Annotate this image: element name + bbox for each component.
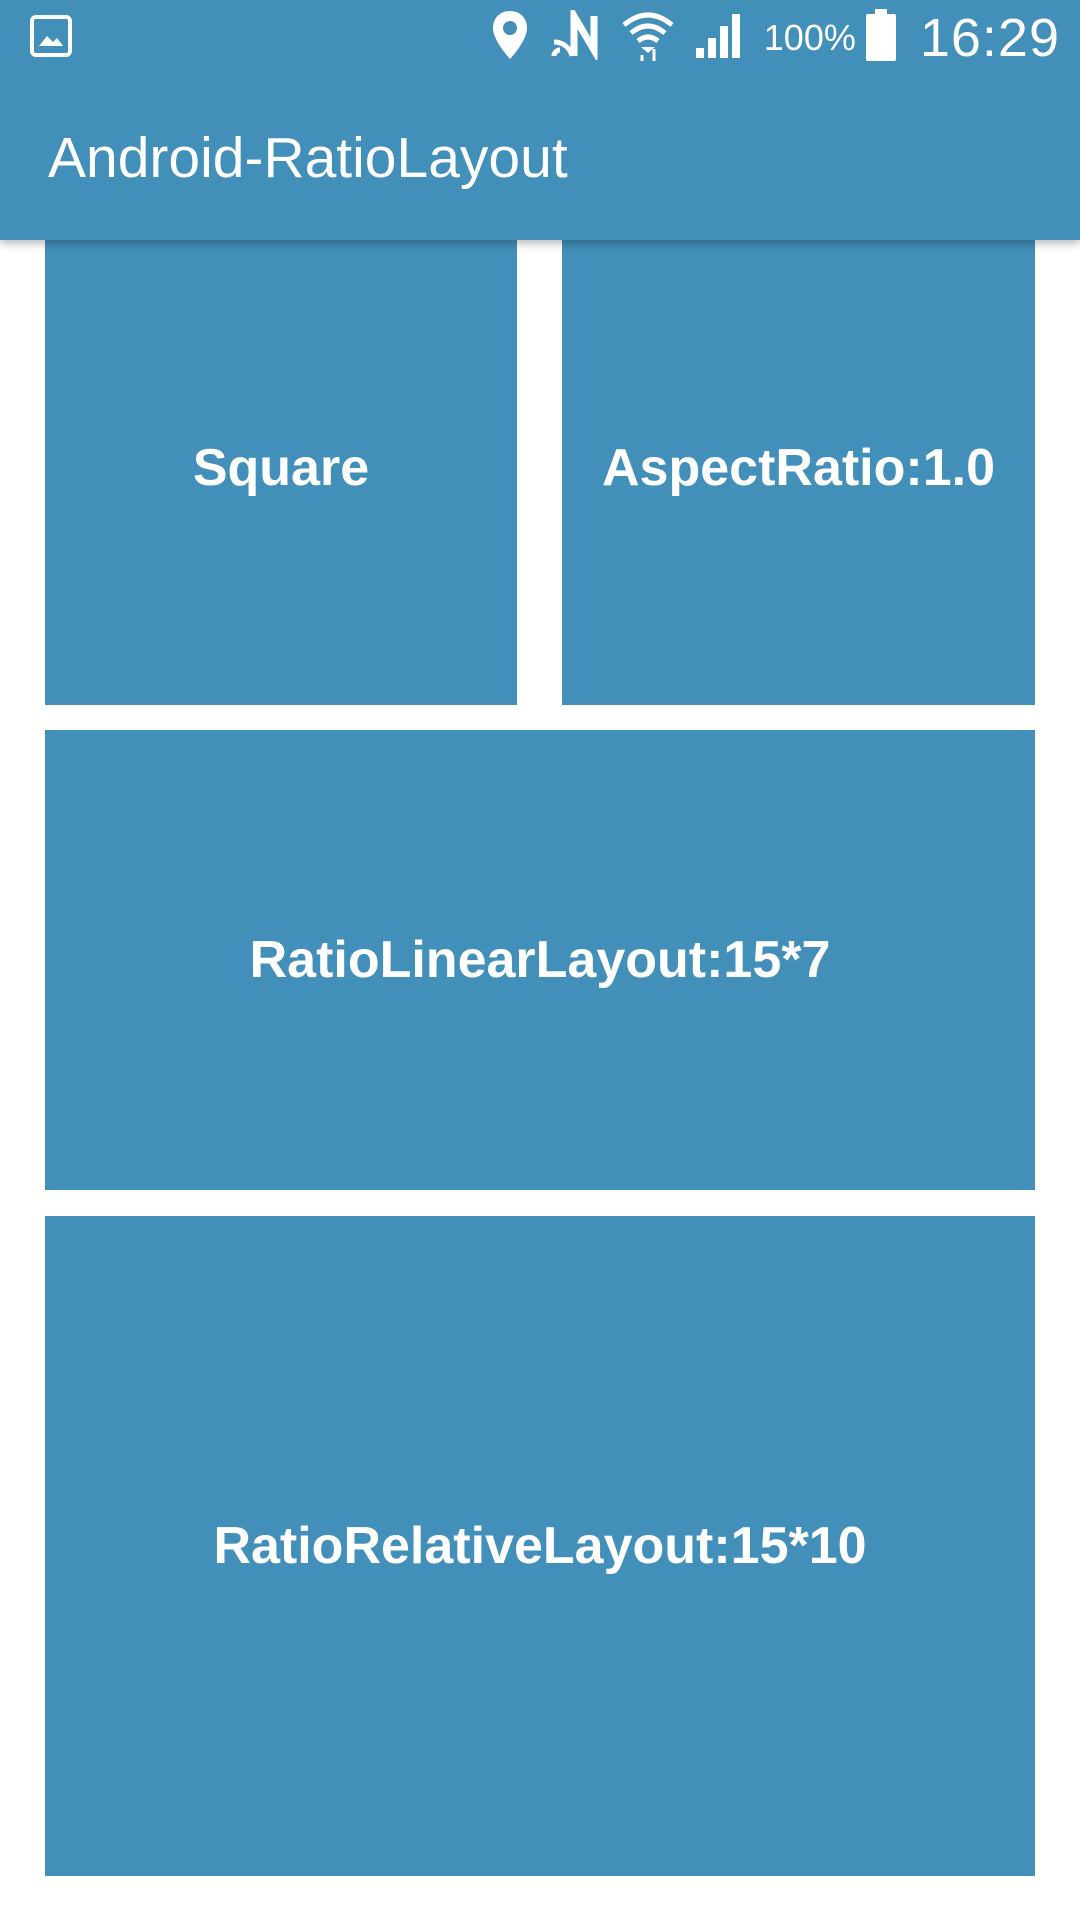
ratio-linear-layout-label: RatioLinearLayout:15*7 <box>249 931 831 989</box>
square-card[interactable]: Square <box>45 230 517 705</box>
status-icons: 100% 16:29 <box>470 0 1060 75</box>
wifi-icon <box>622 9 674 66</box>
status-clock: 16:29 <box>919 7 1060 68</box>
image-icon <box>30 15 72 57</box>
square-label: Square <box>192 438 370 497</box>
aspect-ratio-label: AspectRatio:1.0 <box>602 438 995 497</box>
location-icon <box>490 9 530 66</box>
nfc-icon <box>550 3 602 65</box>
page-title: Android-RatioLayout <box>48 126 568 190</box>
app-bar: 100% 16:29 Android-RatioLayout <box>0 0 1080 240</box>
ratio-relative-layout-label: RatioRelativeLayout:15*10 <box>213 1517 867 1575</box>
signal-icon <box>694 10 744 65</box>
battery-icon <box>865 9 896 66</box>
status-bar: 100% 16:29 <box>0 0 1080 75</box>
battery-percent: 100% <box>763 16 856 58</box>
ratio-relative-layout-card[interactable]: RatioRelativeLayout:15*10 <box>45 1216 1035 1876</box>
aspect-ratio-card[interactable]: AspectRatio:1.0 <box>562 230 1035 705</box>
ratio-linear-layout-card[interactable]: RatioLinearLayout:15*7 <box>45 730 1035 1190</box>
